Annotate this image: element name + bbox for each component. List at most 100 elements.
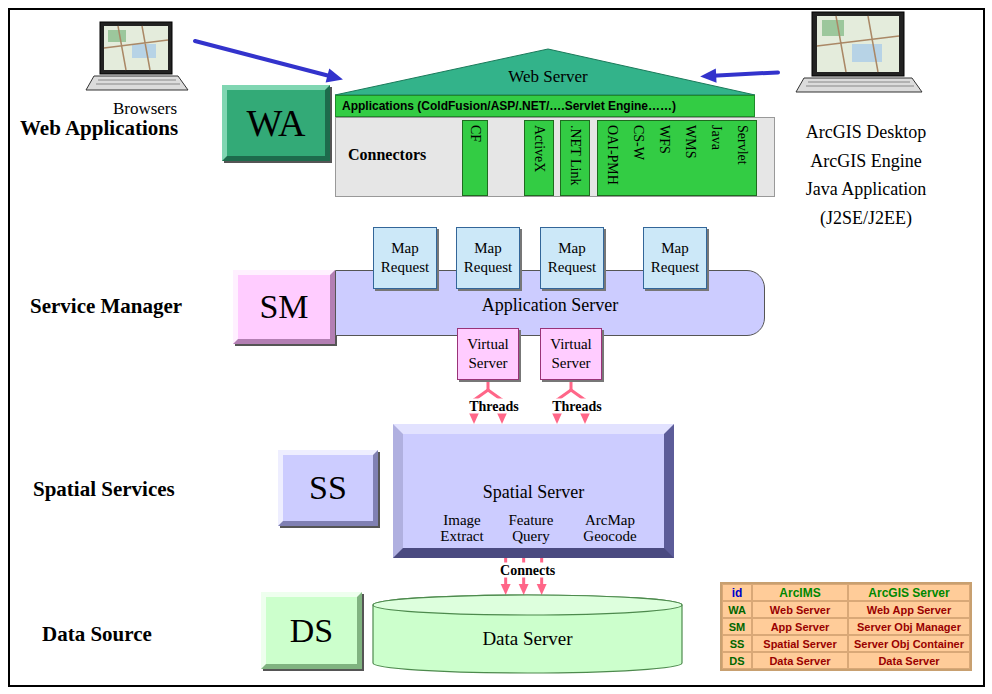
label-text: ArcIMS	[779, 586, 820, 600]
arrow-head	[552, 413, 562, 424]
arrow-head	[501, 584, 511, 595]
browser-laptop: Browsers	[95, 15, 195, 119]
label-text: ActiveX	[531, 125, 547, 172]
connector-line	[713, 72, 778, 75]
table-row: SM App Server Server Obj Manager	[722, 618, 970, 635]
connector-strip: CF	[462, 120, 488, 196]
label-text: Web Server	[770, 604, 830, 616]
table-row: WA Web Server Web App Server	[722, 601, 970, 618]
table-cell: WA	[722, 601, 752, 618]
arrow-head	[537, 584, 547, 595]
laptop-left	[86, 22, 188, 90]
label-text: Map Request	[376, 239, 434, 277]
label-text: Web Applications	[20, 116, 178, 141]
map-request-sheet: Map Request	[456, 227, 520, 289]
label-text: Map Request	[459, 239, 517, 277]
connector	[700, 68, 778, 82]
label-text: Map Request	[646, 239, 704, 277]
label-text: Connectors	[348, 146, 426, 164]
label-text: SM	[729, 621, 746, 633]
cylinder-top	[373, 595, 682, 615]
spatial-server-box: Spatial ServerImage ExtractFeature Query…	[393, 424, 674, 558]
label-text: SS	[309, 469, 347, 507]
connector-strip: ActiveX	[524, 120, 554, 196]
table-cell: Spatial Server	[752, 635, 848, 652]
connectors-panel: ConnectorsCFActiveX.NET LinkOAI-PMHCS-WW…	[335, 117, 775, 197]
label-text: Servlet	[734, 125, 750, 165]
label-text: Image Extract	[424, 512, 500, 544]
label-text: Feature Query	[493, 512, 569, 544]
label-text: Data Server	[482, 628, 572, 650]
label-text: Server Obj Manager	[857, 621, 961, 633]
connector-strip: .NET Link	[560, 120, 590, 196]
label-text: App Server	[771, 621, 830, 633]
label-text: Spatial Server	[403, 482, 664, 503]
label-text: Connects	[498, 563, 557, 578]
connector-strip: OAI-PMHCS-WWFSWMSJavaServlet	[597, 120, 757, 196]
table-row: SS Spatial Server Server Obj Container	[722, 635, 970, 652]
data-server-cylinder: Data Server	[372, 594, 683, 674]
tier-id-box: SM	[233, 270, 335, 344]
label-text: SS	[730, 638, 745, 650]
applications-bar: Applications (ColdFusion/ASP/.NET/….Serv…	[335, 95, 755, 117]
table-row: id ArcIMS ArcGIS Server	[722, 584, 970, 601]
label-text: WFS	[656, 125, 672, 154]
label-text: Web Server	[335, 67, 761, 87]
table-cell: Server Obj Container	[848, 635, 970, 652]
label-text: WMS	[682, 125, 698, 158]
label-text: Virtual Server	[543, 335, 599, 373]
table-cell: Data Server	[848, 652, 970, 669]
label-text: ArcGIS Desktop	[778, 118, 954, 147]
table-cell: ArcIMS	[752, 584, 848, 601]
label-text: Data Source	[42, 622, 152, 647]
label-text: id	[732, 586, 743, 600]
client-list: ArcGIS DesktopArcGIS EngineJava Applicat…	[778, 118, 954, 232]
label-text: Map Request	[543, 239, 601, 277]
table-cell: DS	[722, 652, 752, 669]
label-text: SM	[259, 288, 308, 326]
arrow-head	[326, 69, 343, 83]
label-text: WA	[728, 604, 746, 616]
label-text: ArcGIS Engine	[778, 147, 954, 176]
label-text: WA	[246, 101, 305, 145]
virtual-server-box: Virtual Server	[540, 328, 602, 380]
table-cell: ArcGIS Server	[848, 584, 970, 601]
arrow-head	[497, 413, 507, 424]
tier-id-box: WA	[222, 85, 330, 161]
label-text: Data Server	[878, 655, 939, 667]
connector-line	[195, 41, 331, 76]
label-text: Server Obj Container	[854, 638, 964, 650]
table-cell: SS	[722, 635, 752, 652]
label-text: Data Server	[769, 655, 830, 667]
web-server-roof: Web ServerApplications (ColdFusion/ASP/.…	[335, 48, 775, 198]
label-text: Java Application	[778, 175, 954, 204]
client-laptop: ArcGIS DesktopArcGIS EngineJava Applicat…	[778, 8, 954, 230]
arrow-head	[700, 68, 716, 82]
label-text: Applications (ColdFusion/ASP/.NET/….Serv…	[342, 99, 676, 113]
map-request-sheet: Map Request	[643, 227, 707, 289]
arrow-head	[519, 584, 529, 595]
cylinder-body	[373, 595, 682, 673]
label-text: Spatial Services	[33, 477, 175, 502]
table-cell: SM	[722, 618, 752, 635]
virtual-server-box: Virtual Server	[457, 328, 519, 380]
arrow-head	[580, 413, 590, 424]
laptop-right	[796, 12, 922, 92]
id-table: id ArcIMS ArcGIS ServerWA Web Server Web App…	[720, 582, 972, 671]
label-text: Service Manager	[30, 294, 182, 319]
label-text: .NET Link	[567, 125, 583, 185]
label-text: Virtual Server	[460, 335, 516, 373]
table-cell: Web Server	[752, 601, 848, 618]
label-text: OAI-PMH	[604, 125, 620, 185]
label-text: ArcGIS Server	[868, 586, 949, 600]
label-text: Java	[708, 125, 724, 150]
table-cell: Data Server	[752, 652, 848, 669]
label-text: Threads	[467, 399, 521, 414]
outer-frame	[9, 9, 984, 686]
label-text: Threads	[550, 399, 604, 414]
connector	[195, 41, 343, 82]
label-text: Web App Server	[867, 604, 951, 616]
label-text: DS	[290, 612, 333, 650]
table-cell: Web App Server	[848, 601, 970, 618]
